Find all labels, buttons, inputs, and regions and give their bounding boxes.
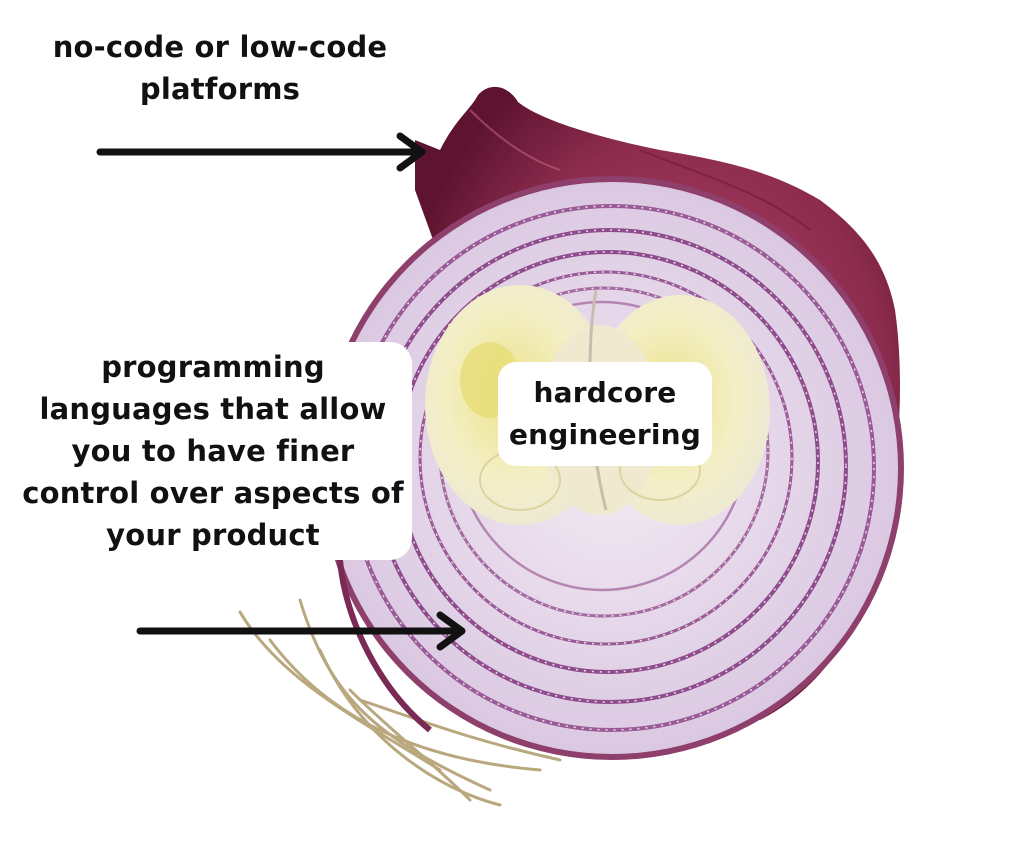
label-programming-languages: programming languages that allow you to … [14, 342, 412, 560]
label-no-code: no-code or low-code platforms [52, 30, 388, 106]
onion-roots [238, 598, 562, 807]
arrow-right-icon [136, 611, 466, 651]
arrow-right-icon [96, 132, 426, 172]
label-hardcore-engineering: hardcore engineering [498, 362, 712, 466]
